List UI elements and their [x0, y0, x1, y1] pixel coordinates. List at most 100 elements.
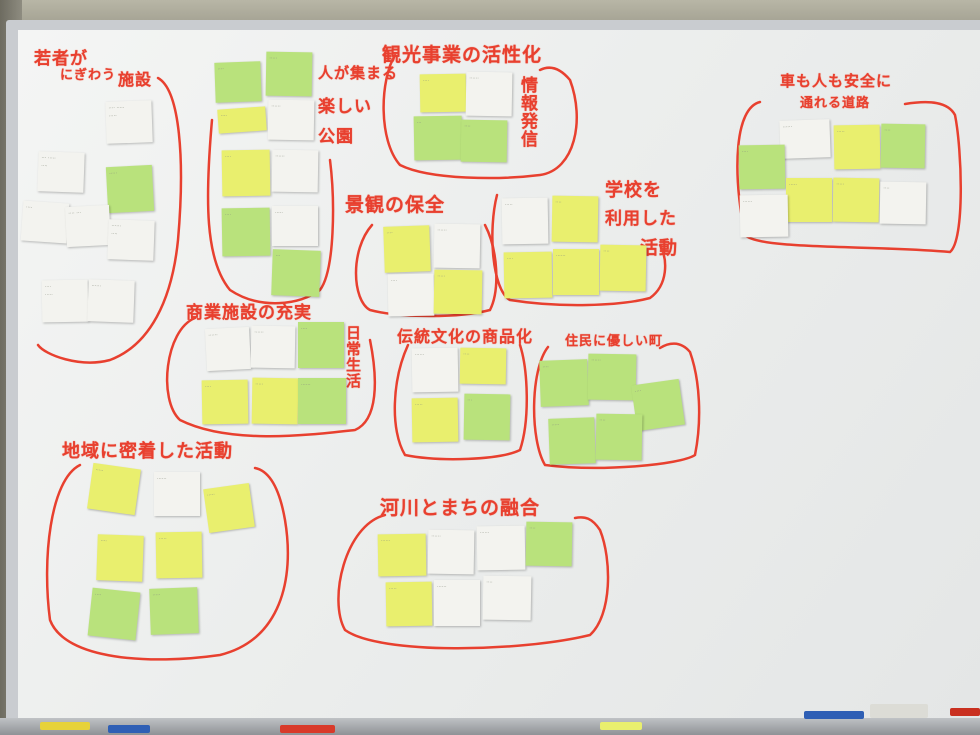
sticky-note[interactable]: ······ — [204, 326, 252, 372]
outline-school — [491, 193, 667, 307]
sticky-note[interactable]: ···· — [503, 251, 553, 299]
sticky-note[interactable]: ··· ········· — [37, 151, 85, 193]
yellow-block — [40, 722, 90, 730]
sticky-note[interactable]: ···· — [201, 379, 249, 425]
title-youth-2: にぎわう — [60, 68, 117, 83]
sticky-note[interactable]: ···· — [221, 149, 271, 197]
sticky-note[interactable]: ······ — [267, 99, 315, 141]
sticky-note[interactable]: ······ — [154, 472, 200, 516]
title-road-1: 車も人も安全に — [780, 72, 893, 90]
eraser[interactable] — [870, 704, 928, 718]
sticky-note[interactable]: ······ — [87, 279, 135, 323]
sticky-note[interactable]: ······ — [779, 119, 831, 159]
blue-marker[interactable] — [108, 725, 150, 733]
title-park-3: 公園 — [318, 127, 354, 147]
sticky-note[interactable]: ···· — [20, 200, 70, 244]
sticky-note[interactable]: ···· ·········· — [105, 100, 153, 144]
sticky-note[interactable]: ···· — [738, 144, 786, 190]
sticky-note[interactable]: ······ — [587, 353, 637, 401]
sticky-note[interactable]: ····· — [833, 124, 881, 170]
sticky-note[interactable]: ···· — [539, 359, 589, 407]
title-tradition: 伝統文化の商品化 — [397, 327, 534, 346]
sticky-note[interactable]: ····· — [272, 206, 318, 246]
sticky-note[interactable]: ······ — [298, 378, 346, 424]
title-landscape: 景観の保全 — [345, 194, 446, 216]
sticky-note[interactable]: ···· — [460, 119, 508, 163]
outline-road — [736, 100, 963, 254]
outline-youth-facility — [36, 76, 183, 364]
sticky-note[interactable]: ······ — [377, 533, 427, 577]
sticky-note[interactable]: ····· — [251, 377, 299, 425]
sticky-note[interactable]: ····· — [411, 397, 459, 443]
sticky-note[interactable]: ···· — [599, 244, 647, 292]
title-youth-3: 施設 — [118, 70, 153, 89]
sticky-note[interactable]: ···· — [387, 273, 435, 317]
sticky-note[interactable]: ····· — [265, 51, 313, 97]
blue-marker[interactable] — [804, 711, 864, 719]
title-resident: 住民に優しい町 — [565, 334, 664, 349]
title-commerce: 商業施設の充実 — [186, 303, 312, 323]
outline-commerce — [165, 316, 377, 438]
sticky-note[interactable]: ······ — [434, 580, 480, 626]
title-river: 河川とまちの融合 — [380, 497, 541, 519]
sticky-note[interactable]: ···· — [551, 195, 599, 243]
sticky-note[interactable]: ····· — [149, 587, 199, 635]
sticky-note[interactable]: ······ — [427, 529, 475, 575]
title-youth-1: 若者が — [34, 49, 88, 69]
sticky-note[interactable]: ··· — [463, 393, 511, 441]
sticky-note[interactable]: ········· — [41, 279, 89, 323]
title-community: 地域に密着した活動 — [62, 441, 233, 462]
sticky-note[interactable]: ····· — [203, 483, 255, 533]
title-commerce-sub: 日常生活 — [344, 325, 362, 389]
sticky-note[interactable]: ···· — [525, 521, 573, 567]
sticky-note[interactable]: ······ — [553, 249, 599, 295]
sticky-note[interactable]: ···· — [383, 225, 431, 273]
sticky-note[interactable]: ······ — [271, 149, 319, 193]
sticky-note[interactable]: ····· — [385, 581, 433, 627]
sticky-note[interactable]: ···· — [459, 347, 507, 385]
sticky-note[interactable]: ···· — [595, 413, 643, 461]
sticky-note[interactable]: ·········· — [107, 219, 155, 261]
sticky-note[interactable]: ····· — [87, 462, 141, 516]
sticky-note[interactable]: ······ — [250, 325, 296, 369]
outline-community — [45, 463, 290, 661]
sticky-note[interactable]: ···· — [96, 534, 144, 582]
sticky-note[interactable]: ····· — [548, 417, 596, 465]
sticky-note[interactable]: ····· — [786, 178, 832, 222]
title-park-2: 楽しい — [318, 97, 372, 117]
sticky-note[interactable]: ····· — [433, 269, 483, 315]
sticky-note[interactable]: ····· — [501, 197, 549, 245]
sticky-note[interactable]: ··· — [413, 115, 463, 161]
sticky-note[interactable]: ······ — [465, 71, 513, 117]
sticky-note[interactable]: ···· — [419, 73, 467, 113]
sticky-note[interactable]: ···· — [221, 207, 271, 257]
sticky-note[interactable]: ···· — [214, 61, 262, 103]
sticky-note[interactable]: ······ — [739, 194, 789, 238]
title-park-1: 人が集まる — [318, 64, 399, 82]
sticky-note[interactable]: ······ — [433, 223, 481, 269]
outline-park — [206, 118, 335, 305]
red-marker[interactable] — [280, 725, 335, 733]
sticky-note[interactable]: ······ — [476, 525, 526, 571]
sticky-pad[interactable] — [600, 722, 642, 730]
red-marker[interactable] — [950, 708, 980, 716]
sticky-note[interactable]: ···· — [217, 106, 267, 134]
sticky-note[interactable]: ····· — [105, 164, 155, 214]
sticky-note[interactable]: ···· — [298, 322, 344, 368]
sticky-note[interactable]: ···· — [482, 575, 532, 621]
title-road-2: 通れる道路 — [800, 96, 871, 111]
outline-tradition — [393, 343, 529, 461]
title-tourism: 観光事業の活性化 — [382, 44, 543, 66]
sticky-note[interactable]: ······ — [411, 347, 459, 393]
title-tourism-sub: 情報発信 — [517, 76, 537, 148]
sticky-note[interactable]: ···· — [879, 181, 927, 225]
sticky-note[interactable]: ··· — [271, 249, 321, 297]
outline-river — [337, 513, 610, 650]
sticky-note[interactable]: ···· ··· — [64, 204, 112, 248]
sticky-note[interactable]: ····· — [832, 177, 880, 223]
sticky-note[interactable]: ···· — [880, 123, 926, 169]
title-school-1: 学校を — [605, 180, 662, 201]
sticky-note[interactable]: ····· — [155, 531, 203, 579]
sticky-note[interactable]: ···· — [87, 587, 141, 641]
